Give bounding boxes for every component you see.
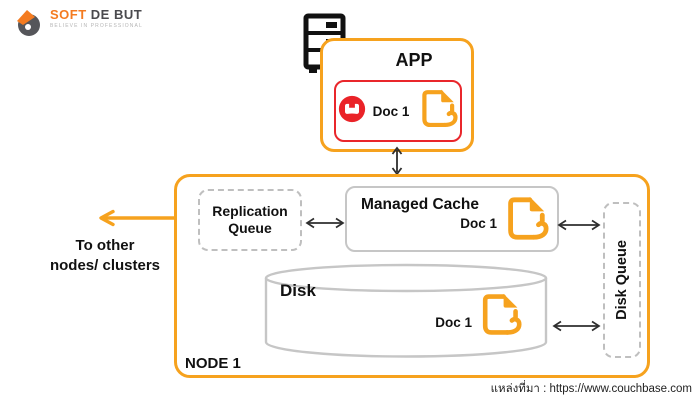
app-doc-label: Doc 1 xyxy=(372,103,410,119)
disk-queue-label: Disk Queue xyxy=(614,240,630,320)
to-other-nodes-label: To other nodes/ clusters xyxy=(38,236,172,277)
logo-brand-text: SOFT DE BUT xyxy=(50,8,143,21)
soft-debut-logo: SOFT DE BUT BELIEVE IN PROFESSIONAL xyxy=(14,8,143,43)
app-doc-container: Doc 1 xyxy=(334,80,462,142)
logo-brand-rest: DE BUT xyxy=(90,7,143,22)
app-title: APP xyxy=(395,50,433,70)
doc-icon xyxy=(416,86,458,137)
node1-label: NODE 1 xyxy=(185,355,241,372)
soft-debut-logo-icon xyxy=(14,8,44,43)
couchbase-icon xyxy=(338,95,366,128)
to-other-line2: nodes/ clusters xyxy=(49,257,161,275)
disk-diskqueue-arrow xyxy=(552,319,601,337)
disk-queue-box: Disk Queue xyxy=(603,202,641,358)
doc-icon xyxy=(476,289,522,346)
replication-cache-arrow xyxy=(305,216,345,234)
source-caption: แหล่งที่มา : https://www.couchbase.com xyxy=(490,383,692,395)
disk-title: Disk xyxy=(280,281,316,300)
cache-diskqueue-arrow xyxy=(557,218,601,236)
managed-cache-title: Managed Cache xyxy=(361,196,480,213)
node1-box: NODE 1 Replication Queue Managed Cache D… xyxy=(174,174,650,378)
logo-brand-first: SOFT xyxy=(50,7,87,22)
replication-queue-label: Replication Queue xyxy=(212,202,288,237)
disk-doc-label: Doc 1 xyxy=(435,315,472,330)
managed-cache-doc-label: Doc 1 xyxy=(460,216,497,231)
doc-icon xyxy=(501,192,549,251)
disk-cylinder: Disk Doc 1 xyxy=(264,263,548,358)
app-box: APP Doc 1 xyxy=(320,38,474,152)
managed-cache-box: Managed Cache Doc 1 xyxy=(345,186,559,252)
to-other-line1: To other xyxy=(75,237,135,254)
left-arrow-icon xyxy=(94,209,176,232)
logo-tagline: BELIEVE IN PROFESSIONAL xyxy=(50,23,143,29)
replication-queue-box: Replication Queue xyxy=(198,189,302,251)
